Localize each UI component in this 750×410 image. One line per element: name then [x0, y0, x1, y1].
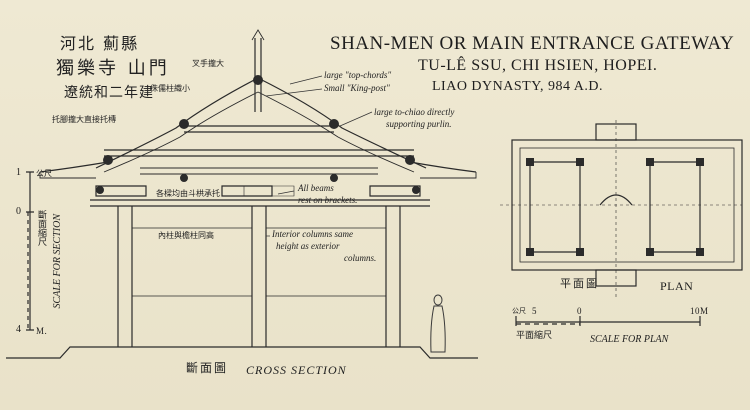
chinese-title-line-1: 河北 薊縣 — [60, 34, 140, 53]
plan-cn-label: 平面圖 — [560, 277, 599, 290]
middle-beam — [104, 149, 414, 157]
section-scale-cn-label: 斷面縮尺 — [36, 210, 46, 246]
section-scale-label: SCALE FOR SECTION — [52, 214, 63, 309]
plan-scale-bar — [515, 316, 701, 326]
door-frame — [132, 227, 386, 297]
annotation-to-chiao: large to-chiao directly — [374, 107, 455, 117]
annotation-king-post: Small "King-post" — [324, 83, 390, 93]
eave-left — [39, 161, 109, 173]
cn-annotation-3: 托腳攏大直接托槫 — [52, 115, 116, 124]
annotation-interior-1: Interior columns same — [272, 229, 353, 239]
plan-scale-10: 10M — [690, 306, 709, 316]
plan-scale-0: 0 — [577, 306, 582, 316]
bracket-right-inner — [243, 185, 295, 197]
human-figure — [430, 294, 446, 353]
annotation-top-chords: large "top-chords" — [324, 70, 392, 80]
cn-annotation-4: 各樑均由斗栱承托 — [156, 189, 220, 198]
annotation-beams-2: rest on brackets. — [298, 195, 358, 205]
annotation-interior-3: columns. — [344, 253, 377, 263]
bracket-left-inner — [221, 185, 273, 197]
scale-unit-top: 公尺 — [36, 169, 52, 178]
column-left — [117, 206, 133, 347]
top-chord — [184, 125, 334, 133]
section-scale-bar — [26, 171, 34, 331]
plan-scale-label: SCALE FOR PLAN — [590, 334, 669, 345]
plan-scale-cn-label: 平面縮尺 — [516, 331, 553, 341]
cn-annotation-5: 內柱與檐柱同高 — [158, 231, 214, 240]
scale-tick-4: 4 — [16, 324, 22, 335]
bracket-right-outer — [369, 185, 421, 197]
ground-line — [6, 346, 478, 359]
scale-tick-0: 0 — [16, 206, 22, 217]
annotation-beams: All beams — [298, 183, 334, 193]
title-line-2: TU-LÊ SSU, CHI HSIEN, HOPEI. — [418, 57, 658, 74]
column-center — [251, 206, 267, 347]
title-line-1: SHAN-MEN OR MAIN ENTRANCE GATEWAY — [330, 33, 735, 54]
section-label: CROSS SECTION — [246, 363, 347, 377]
eave-right — [409, 161, 477, 173]
cn-annotation-1: 叉手攏大 — [192, 59, 224, 68]
king-post — [254, 38, 262, 112]
chinese-title-line-2: 獨樂寺 山門 — [56, 58, 170, 79]
scale-unit-bottom: M. — [36, 326, 48, 336]
plan-scale-unit: 公尺 — [512, 307, 526, 315]
plan-scale-5: 5 — [532, 306, 537, 316]
plan-view — [500, 120, 743, 300]
title-line-3: LIAO DYNASTY, 984 A.D. — [432, 79, 603, 94]
roof-upper-left — [95, 77, 259, 169]
annotation-interior-2: height as exterior — [276, 241, 340, 251]
cn-annotation-2: 侏儒柱織小 — [150, 84, 190, 93]
scale-tick-1: 1 — [16, 167, 22, 178]
chinese-title-line-3: 遼統和二年建 — [64, 85, 154, 101]
plan-label: PLAN — [660, 279, 694, 293]
section-cn-label: 斷面圖 — [186, 361, 229, 375]
column-right — [385, 206, 401, 347]
annotation-to-chiao-2: supporting purlin. — [386, 119, 452, 129]
bracket-left-outer — [95, 185, 147, 197]
